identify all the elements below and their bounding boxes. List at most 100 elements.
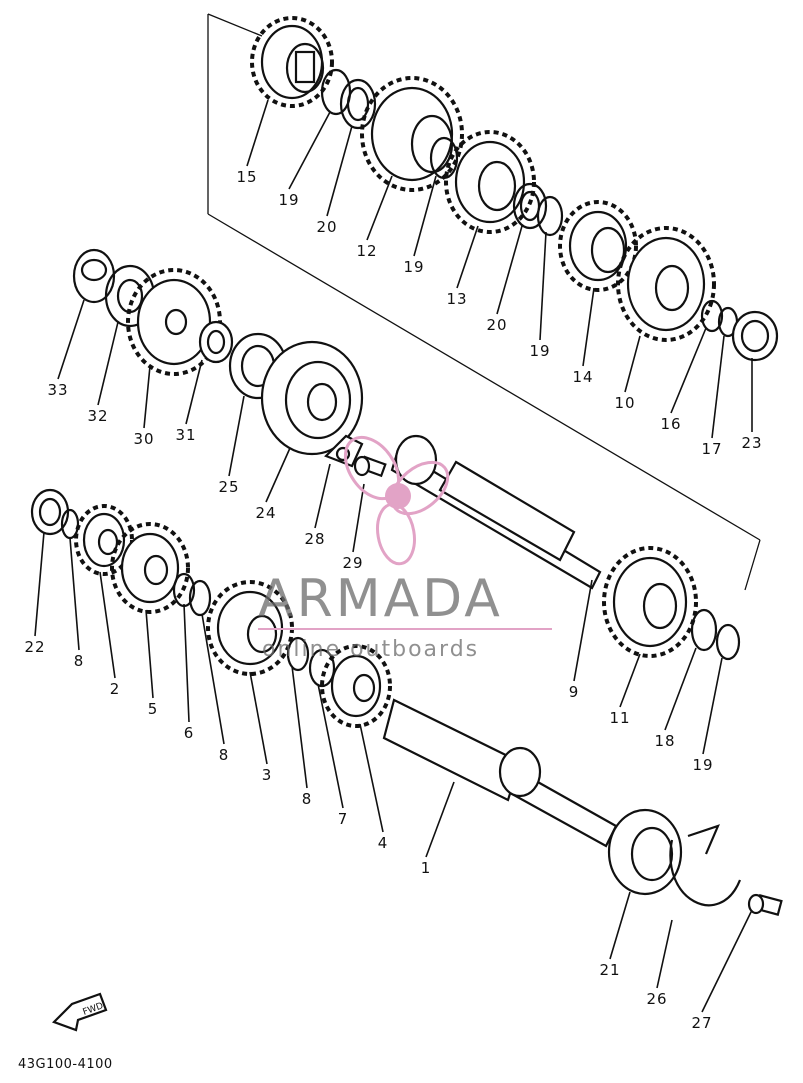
part-callout-6: 6 (184, 724, 195, 742)
part-callout-3: 3 (262, 766, 273, 784)
gear-5 (110, 522, 190, 614)
part-callout-2: 2 (110, 680, 121, 698)
leader-line-20 (496, 225, 523, 315)
part-callout-20: 20 (316, 218, 337, 236)
part-callout-20: 20 (486, 316, 507, 334)
bearing-stopper-26 (669, 824, 742, 907)
part-callout-15: 15 (236, 168, 257, 186)
part-callout-4: 4 (378, 834, 389, 852)
bearing-24 (260, 340, 364, 456)
leader-line-28 (314, 463, 331, 529)
part-callout-31: 31 (175, 426, 196, 444)
gear-14 (558, 200, 638, 292)
leader-line-4 (359, 723, 384, 833)
screw-27 (747, 893, 783, 916)
leader-line-27 (701, 909, 753, 1013)
leader-line-26 (656, 919, 673, 989)
part-callout-19: 19 (692, 756, 713, 774)
leader-line-18 (664, 647, 697, 731)
leader-line-11 (619, 653, 641, 708)
leader-line-24 (265, 447, 291, 503)
leader-line-10 (624, 335, 641, 393)
leader-line-13 (456, 225, 479, 289)
part-callout-16: 16 (660, 415, 681, 433)
washer-18 (690, 608, 718, 652)
part-callout-23: 23 (741, 434, 762, 452)
gear-2 (74, 504, 134, 576)
leader-line-14 (582, 287, 595, 367)
part-callout-8: 8 (302, 790, 313, 808)
leader-line-1 (425, 781, 455, 858)
part-callout-19: 19 (403, 258, 424, 276)
part-callout-24: 24 (255, 504, 276, 522)
watermark-logo-hub (385, 483, 411, 509)
gear-11 (602, 546, 698, 658)
gear-10 (616, 226, 716, 342)
leader-line-19 (702, 657, 723, 755)
part-callout-21: 21 (599, 961, 620, 979)
leader-line-25 (228, 395, 245, 477)
leader-line-33 (57, 299, 85, 380)
washer-20-b (512, 182, 548, 230)
gear-15 (250, 16, 334, 108)
washer-8-c (286, 636, 310, 672)
screw-29 (353, 455, 387, 478)
collar-33 (72, 248, 116, 304)
leader-line-31 (185, 359, 203, 425)
part-callout-9: 9 (569, 683, 580, 701)
leader-line-19 (288, 111, 331, 190)
leader-line-9 (573, 579, 593, 682)
gear-13 (444, 130, 536, 234)
part-callout-32: 32 (87, 407, 108, 425)
leader-line-3 (249, 671, 268, 765)
part-callout-14: 14 (572, 368, 593, 386)
part-callout-29: 29 (342, 554, 363, 572)
part-callout-8: 8 (219, 746, 230, 764)
forward-direction-marker: FWD (52, 992, 108, 1032)
bearing-stopper-28 (324, 434, 364, 468)
part-callout-19: 19 (278, 191, 299, 209)
circlip-19-d (715, 623, 741, 661)
part-callout-12: 12 (356, 242, 377, 260)
gear-4 (320, 644, 392, 728)
leader-line-30 (143, 365, 151, 429)
circlip-19-a (320, 68, 352, 116)
leader-line-5 (145, 609, 154, 699)
leader-line-2 (99, 571, 116, 679)
circlip-19-b (429, 136, 459, 180)
part-callout-33: 33 (47, 381, 68, 399)
leader-line-8 (291, 665, 308, 789)
circlip-19-c (536, 195, 564, 237)
part-callout-22: 22 (24, 638, 45, 656)
leader-line-32 (97, 321, 119, 406)
armada-watermark: ARMADA online outboards (258, 435, 552, 662)
main-axle-1 (382, 698, 618, 848)
collar-31 (198, 320, 234, 364)
part-callout-28: 28 (304, 530, 325, 548)
part-callout-18: 18 (654, 732, 675, 750)
part-callout-19: 19 (529, 342, 550, 360)
leader-line-6 (183, 603, 190, 723)
leader-line-19 (539, 231, 547, 341)
washer-20-a (339, 78, 377, 130)
leader-line-29 (352, 483, 365, 553)
washer-16 (700, 299, 724, 333)
part-callout-27: 27 (691, 1014, 712, 1032)
bearing-23 (731, 310, 779, 362)
part-callout-8: 8 (74, 652, 85, 670)
bearing-21 (607, 808, 683, 896)
part-callout-7: 7 (338, 810, 349, 828)
leader-line-20 (326, 125, 353, 217)
group-frame (207, 13, 761, 591)
leader-line-22 (34, 531, 45, 637)
leader-line-19 (413, 175, 437, 257)
watermark-tagline: online outboards (262, 637, 479, 662)
leader-line-15 (246, 99, 269, 167)
drawing-code: 43G100-4100 (18, 1057, 113, 1072)
bearing-22 (30, 488, 70, 536)
part-callout-25: 25 (218, 478, 239, 496)
leader-line-17 (711, 335, 725, 439)
leader-line-7 (317, 683, 344, 809)
